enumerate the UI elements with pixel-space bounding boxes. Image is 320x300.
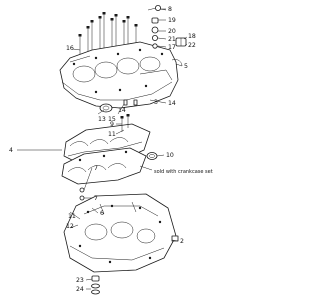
- side-seal: [146, 152, 158, 160]
- callout-19: 19: [168, 17, 176, 24]
- callout-9: 9: [110, 121, 114, 128]
- callout-11: 11: [108, 131, 116, 138]
- callout-24: 24: [76, 286, 84, 293]
- callout-8: 8: [168, 6, 172, 13]
- upper-crankcase: [59, 41, 179, 109]
- crankcase-set-note: sold with crankcase set: [154, 169, 213, 175]
- callout-5: 5: [184, 63, 188, 70]
- callout-14: 14: [168, 100, 176, 107]
- left-washers: [79, 187, 85, 201]
- dowel-pins: [123, 99, 138, 106]
- callout-21: 21: [168, 36, 176, 43]
- callout-11-b: 11: [68, 213, 76, 220]
- callout-18: 18: [188, 33, 196, 40]
- oil-seal: [99, 103, 113, 113]
- callout-22: 22: [188, 42, 196, 49]
- callout-20: 20: [168, 28, 176, 35]
- leader-lines: [17, 8, 188, 290]
- callout-4: 4: [9, 147, 13, 154]
- callout-7-b: 7: [94, 195, 98, 202]
- drain-plug: [91, 275, 100, 295]
- callout-17: 17: [168, 44, 176, 51]
- small-studs: [120, 114, 130, 132]
- callout-23: 23: [76, 277, 84, 284]
- callout-3: 3: [154, 99, 158, 106]
- bearing-set: [61, 123, 151, 185]
- callout-labels: 8 19 20 21 17 18 22 5 16 3 14 13 15 14 9…: [9, 6, 213, 293]
- callout-10: 10: [166, 152, 174, 159]
- callout-12: 12: [66, 223, 74, 230]
- callout-14-b: 14: [118, 107, 126, 114]
- callout-7: 7: [94, 165, 98, 172]
- callout-15: 15: [108, 116, 116, 123]
- callout-13: 13: [98, 116, 106, 123]
- upper-studs: [78, 12, 138, 60]
- crankcase-exploded-diagram: 8 19 20 21 17 18 22 5 16 3 14 13 15 14 9…: [9, 5, 213, 295]
- callout-16: 16: [66, 45, 74, 52]
- callout-6: 6: [100, 210, 104, 217]
- lower-crankcase: [63, 193, 179, 273]
- callout-2: 2: [180, 238, 184, 245]
